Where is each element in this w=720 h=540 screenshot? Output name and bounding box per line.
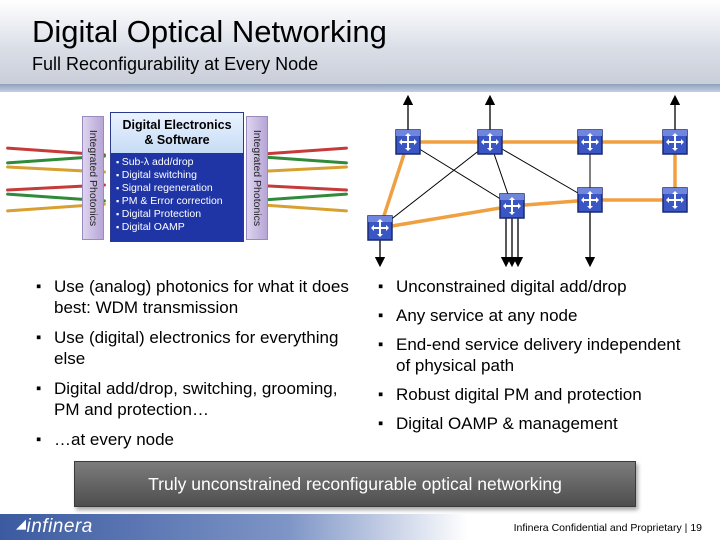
bullet-item: Use (analog) photonics for what it does … <box>34 276 364 318</box>
page-subtitle: Full Reconfigurability at Every Node <box>32 54 319 74</box>
bullet-item: Use (digital) electronics for everything… <box>34 327 364 369</box>
list-item: Signal regeneration <box>116 182 223 195</box>
network-node <box>499 193 525 219</box>
logo-text: infinera <box>26 516 93 537</box>
network-node <box>662 129 688 155</box>
bullet-item: Digital OAMP & management <box>376 413 696 434</box>
add-drop-arrows <box>374 94 681 268</box>
mesh-links <box>379 141 591 229</box>
network-node <box>577 129 603 155</box>
title-header <box>0 0 720 84</box>
footer-bar <box>0 514 720 540</box>
bullet-item: Unconstrained digital add/drop <box>376 276 696 297</box>
network-node <box>367 215 393 241</box>
list-item: Sub-λ add/drop <box>116 156 223 169</box>
integrated-photonics-left: Integrated Photonics <box>82 116 104 240</box>
footer-text: Infinera Confidential and Proprietary | … <box>514 522 702 534</box>
network-node <box>577 187 603 213</box>
header-band <box>0 84 720 92</box>
right-bullet-list: Unconstrained digital add/drop Any servi… <box>376 276 696 442</box>
network-topology-diagram <box>367 94 688 268</box>
page-number: 19 <box>690 522 702 534</box>
bullet-item: End-end service delivery independent of … <box>376 334 696 376</box>
bullet-item: Robust digital PM and protection <box>376 384 696 405</box>
list-item: Digital Protection <box>116 208 223 221</box>
bullet-item: Any service at any node <box>376 305 696 326</box>
digital-electronics-box: Digital Electronics & Software Sub-λ add… <box>110 112 244 242</box>
infinera-logo: ◢infinera <box>16 516 93 538</box>
list-item: PM & Error correction <box>116 195 223 208</box>
digital-electronics-list: Sub-λ add/drop Digital switching Signal … <box>116 156 223 234</box>
list-item: Digital OAMP <box>116 221 223 234</box>
left-bullet-list: Use (analog) photonics for what it does … <box>34 276 364 459</box>
integrated-photonics-right: Integrated Photonics <box>246 116 268 240</box>
digital-electronics-title-line1: Digital Electronics <box>122 118 232 132</box>
network-node <box>395 129 421 155</box>
logo-swoosh-icon: ◢ <box>16 516 27 531</box>
page-title: Digital Optical Networking <box>32 14 387 49</box>
network-node <box>662 187 688 213</box>
bullet-item: …at every node <box>34 429 364 450</box>
network-node <box>477 129 503 155</box>
fiber-ring <box>378 140 677 230</box>
digital-electronics-title: Digital Electronics & Software <box>111 113 243 153</box>
bullet-item: Digital add/drop, switching, grooming, P… <box>34 378 364 420</box>
footer-separator: | <box>684 522 688 534</box>
callout-banner: Truly unconstrained reconfigurable optic… <box>74 461 636 507</box>
digital-electronics-title-line2: & Software <box>144 133 210 147</box>
confidential-notice: Infinera Confidential and Proprietary <box>513 522 682 534</box>
list-item: Digital switching <box>116 169 223 182</box>
